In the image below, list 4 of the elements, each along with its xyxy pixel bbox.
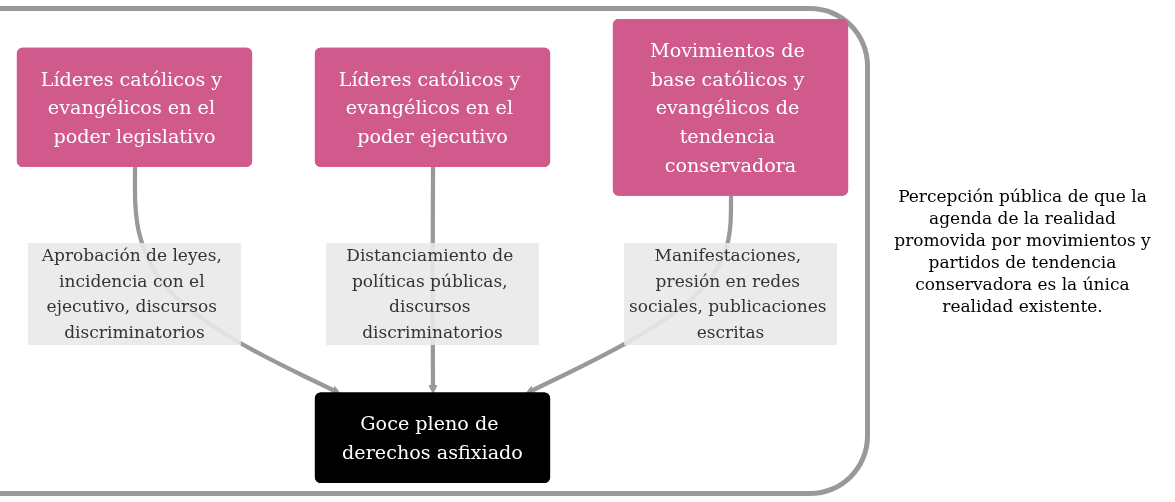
edge-label: Distanciamiento de políticas públicas, discursos discriminatorios <box>346 245 514 342</box>
edge-label: Manifestaciones, presión en redes sociales, publicaciones escritas <box>629 245 827 342</box>
edge-label: Aprobación de leyes, incidencia con el ejecutivo, discursos discriminatorios <box>41 245 222 342</box>
note-text: Percepción pública de que la agenda de la realidad promovida por movimientos y partidos de tendencia conservadora es la única realidad existente. <box>893 184 1152 318</box>
